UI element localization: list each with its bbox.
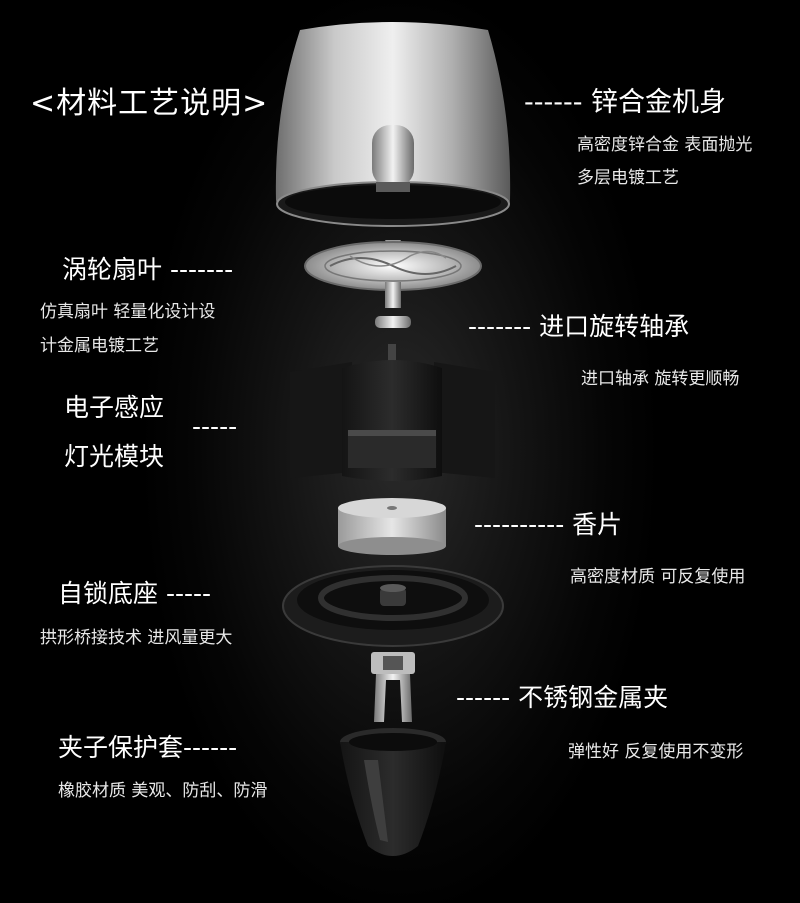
- zinc-body-desc-2: 多层电镀工艺: [577, 168, 679, 188]
- aroma-tablet-icon: [338, 498, 446, 555]
- turbine-desc-2: 计金属电镀工艺: [40, 336, 159, 356]
- aroma-tablet-desc: 高密度材质 可反复使用: [570, 567, 746, 587]
- clip-sleeve-icon: [340, 728, 446, 856]
- zinc-body-label: ------ 锌合金机身: [524, 87, 727, 118]
- zinc-body-desc-1: 高密度锌合金 表面抛光: [577, 135, 753, 155]
- light-module-icon: [290, 344, 495, 481]
- turbine-desc-1: 仿真扇叶 轻量化设计设: [40, 302, 216, 322]
- bearing-label: ------- 进口旋转轴承: [468, 312, 690, 341]
- page-title: <材料工艺说明>: [30, 86, 269, 121]
- turbine-fan-icon: [304, 240, 482, 308]
- base-desc: 拱形桥接技术 进风量更大: [40, 628, 233, 648]
- turbine-label: 涡轮扇叶 -------: [62, 255, 234, 284]
- sleeve-desc: 橡胶材质 美观、防刮、防滑: [58, 781, 268, 801]
- light-module-label-1: 电子感应: [64, 393, 165, 422]
- metal-clip-icon: [371, 652, 415, 722]
- base-label: 自锁底座 -----: [58, 579, 212, 608]
- aroma-tablet-label: ---------- 香片: [474, 510, 623, 539]
- sleeve-label: 夹子保护套------: [58, 733, 238, 762]
- bearing-desc: 进口轴承 旋转更顺畅: [581, 369, 740, 389]
- zinc-body-icon: [275, 22, 511, 227]
- clip-desc: 弹性好 反复使用不变形: [568, 742, 744, 762]
- base-icon: [282, 565, 504, 647]
- bearing-icon: [375, 316, 411, 328]
- clip-label: ------ 不锈钢金属夹: [456, 683, 669, 712]
- light-module-dashes: -----: [192, 412, 238, 441]
- light-module-label-2: 灯光模块: [64, 442, 165, 471]
